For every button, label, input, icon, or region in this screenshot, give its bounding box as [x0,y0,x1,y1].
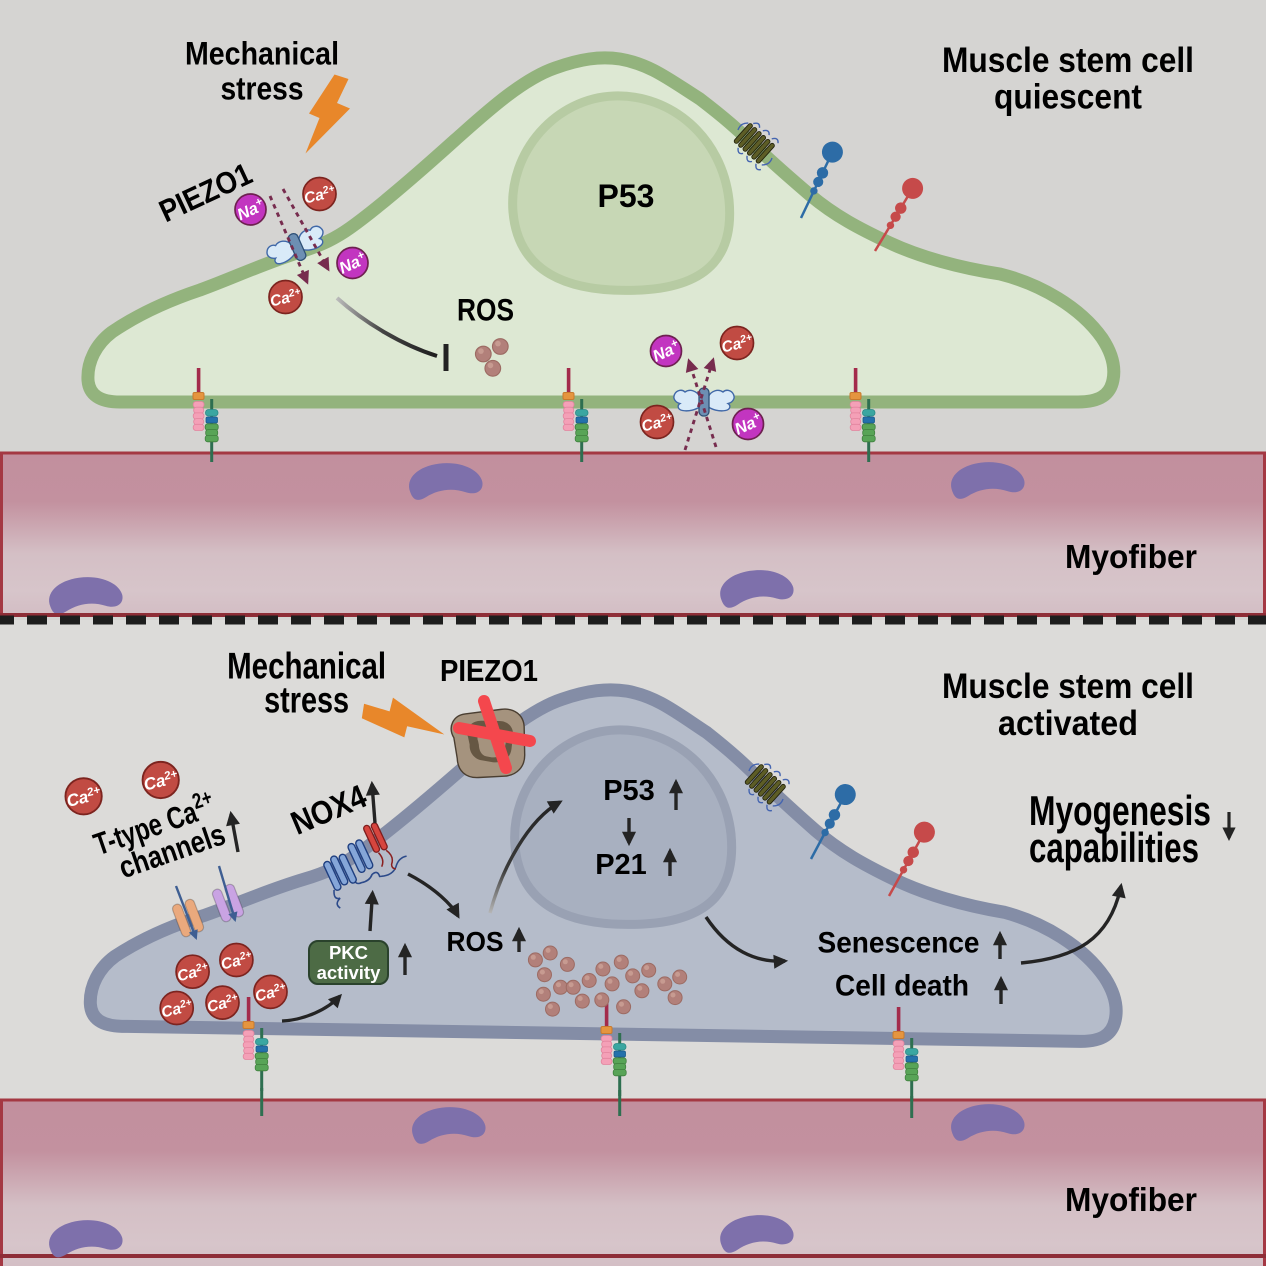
svg-text:activated: activated [998,704,1138,743]
svg-text:Senescence: Senescence [818,927,980,960]
svg-text:P21: P21 [595,849,647,881]
svg-text:Myogenesis: Myogenesis [1029,787,1211,834]
svg-text:Myofiber: Myofiber [1065,1181,1197,1218]
svg-text:PIEZO1: PIEZO1 [440,653,538,688]
svg-text:quiescent: quiescent [994,78,1142,117]
svg-text:P53: P53 [598,178,655,214]
svg-text:Mechanical: Mechanical [185,36,339,72]
svg-text:Mechanical: Mechanical [227,645,386,686]
svg-text:Myofiber: Myofiber [1065,538,1197,575]
svg-text:PKC: PKC [329,942,368,963]
svg-text:Cell death: Cell death [835,969,969,1002]
svg-text:capabilities: capabilities [1029,824,1199,871]
svg-text:ROS: ROS [447,926,504,957]
svg-text:P53: P53 [603,775,655,807]
svg-text:Muscle stem cell: Muscle stem cell [942,41,1194,80]
svg-text:Muscle stem cell: Muscle stem cell [942,667,1194,706]
svg-text:stress: stress [221,71,304,107]
svg-text:ROS: ROS [457,292,514,328]
svg-text:stress: stress [264,680,349,721]
svg-text:activity: activity [317,962,381,983]
